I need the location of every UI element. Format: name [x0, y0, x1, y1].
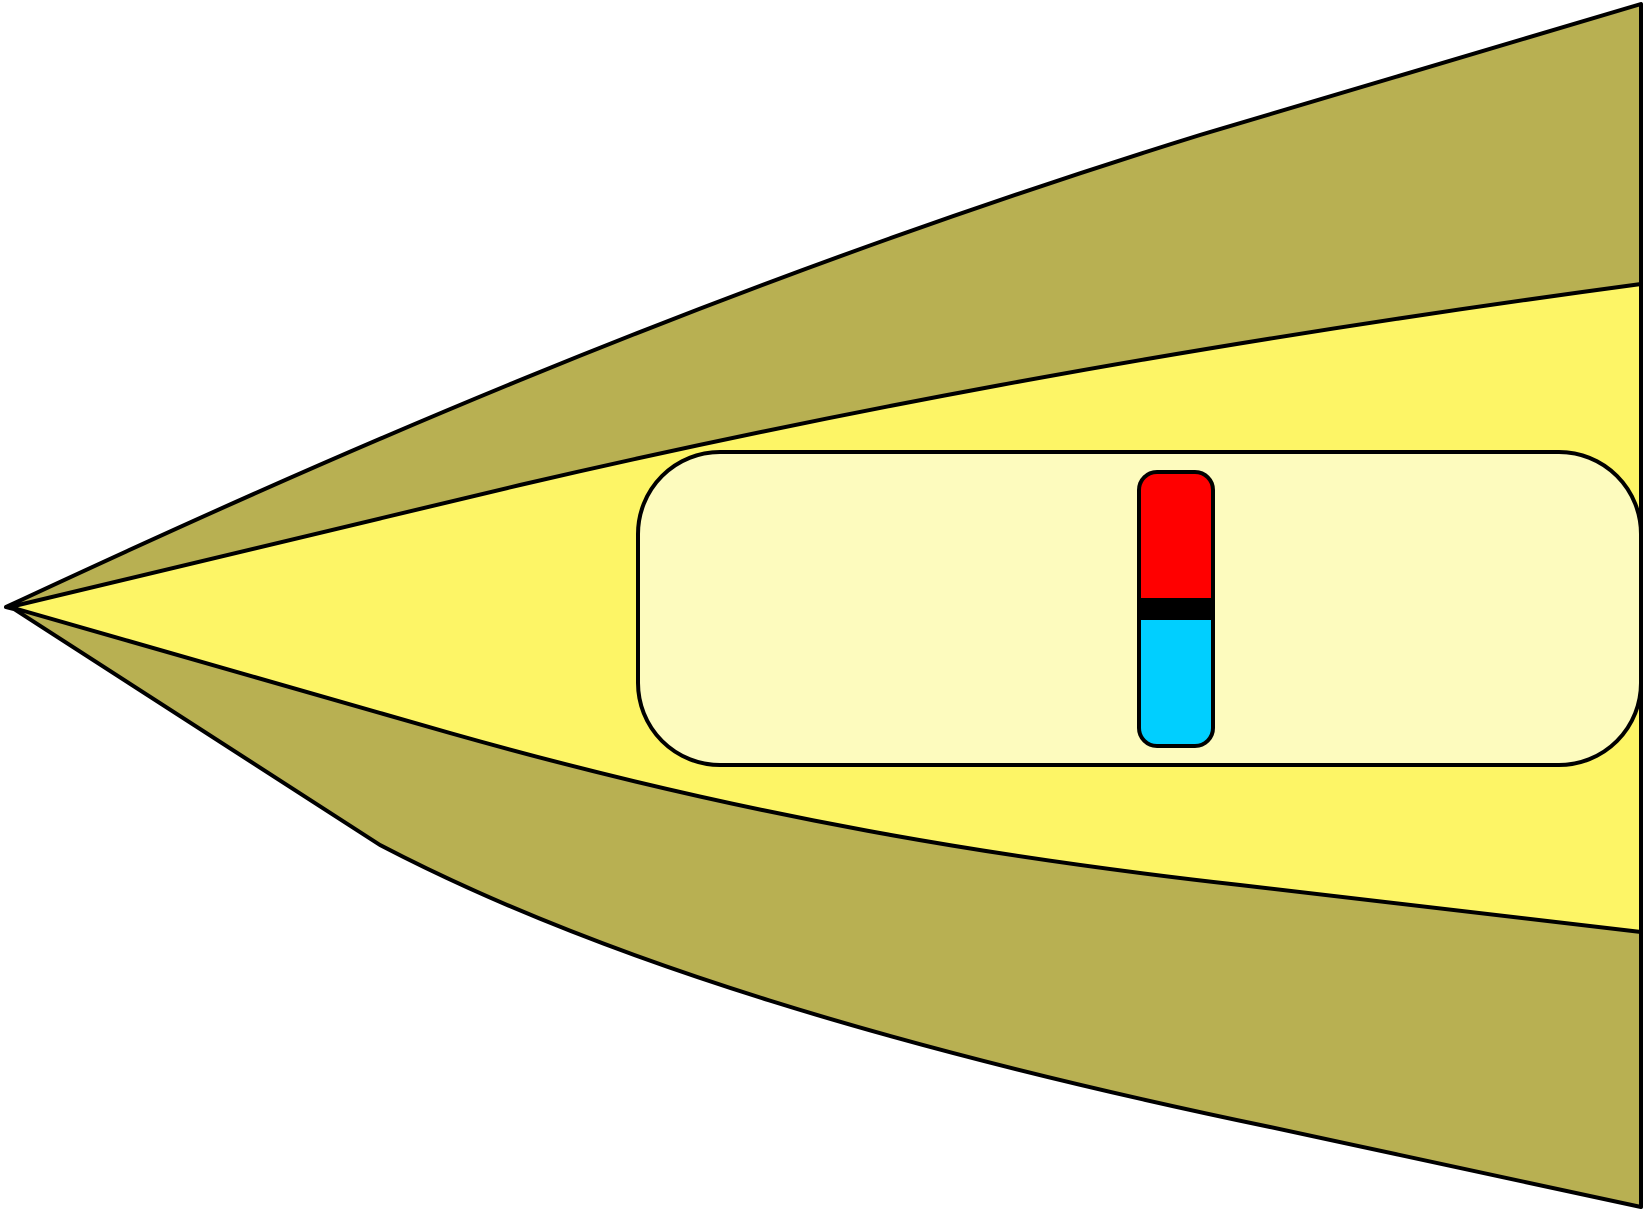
magnet-north-pole: [1139, 472, 1213, 600]
magnet-outline: [1137, 470, 1215, 748]
magnet-divider: [1139, 598, 1213, 620]
bar-magnet: [1137, 470, 1215, 748]
magnet-south-pole: [1139, 618, 1213, 746]
